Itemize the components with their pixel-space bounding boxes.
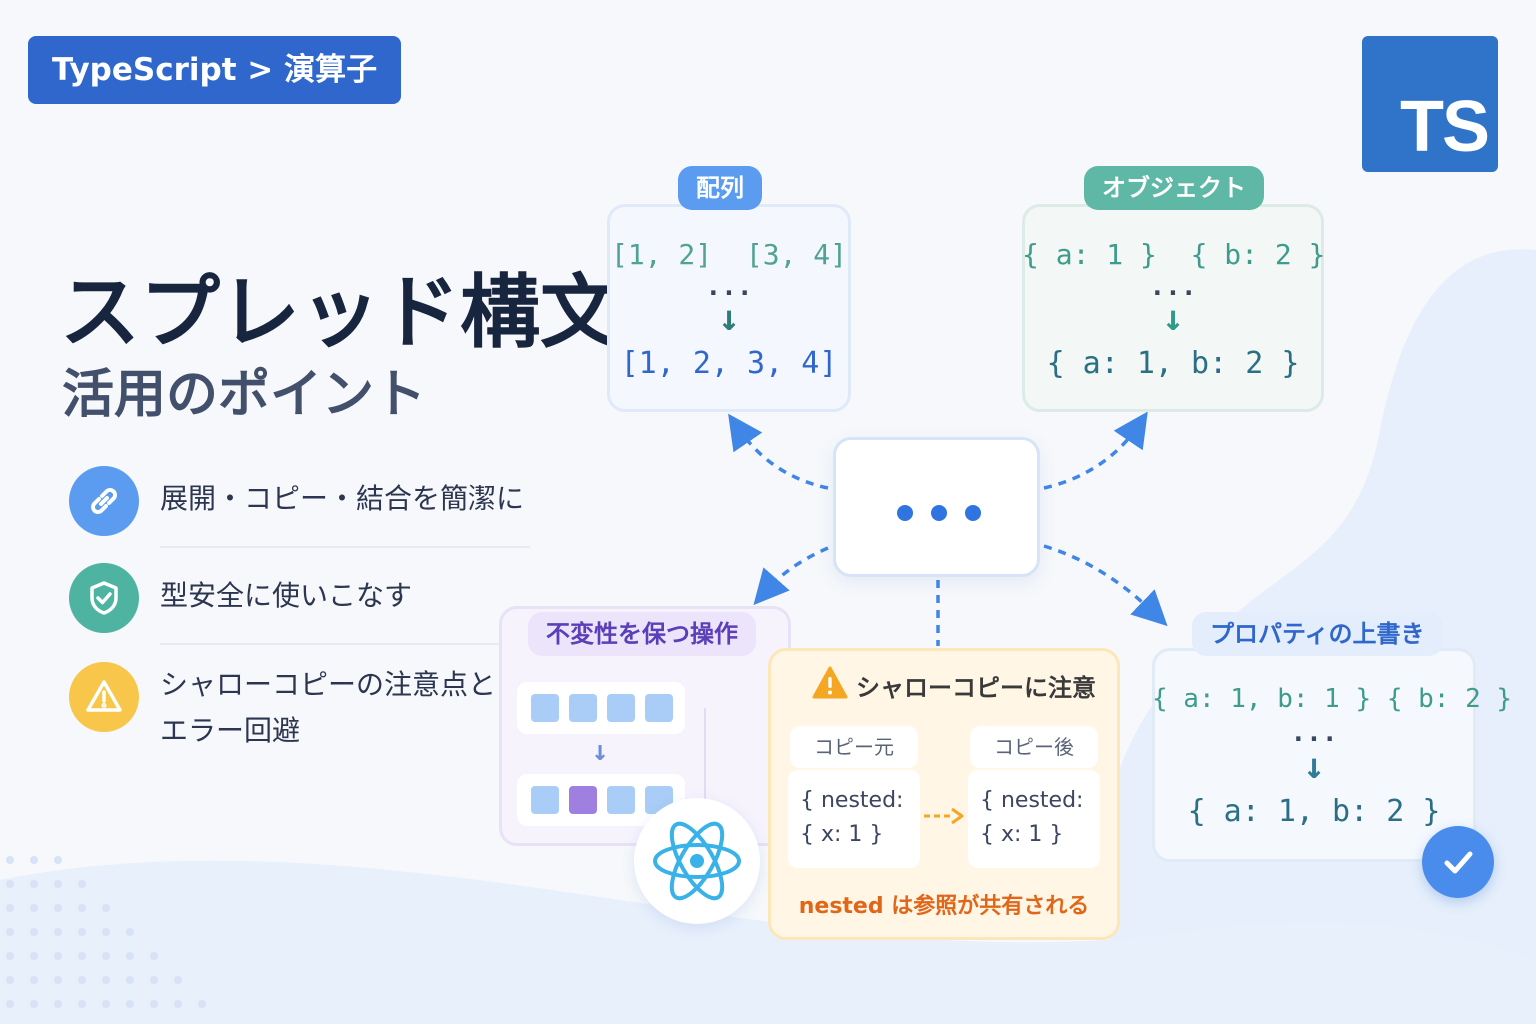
array-cell-changed xyxy=(569,786,597,814)
arrow-right-icon xyxy=(924,807,964,825)
array-cell xyxy=(645,694,673,722)
spread-dot xyxy=(897,505,913,521)
override-result: { a: 1, b: 2 } xyxy=(1187,794,1441,829)
react-atom-icon xyxy=(634,798,760,924)
source-code: { nested: { x: 1 } xyxy=(788,770,920,868)
array-cell xyxy=(531,694,559,722)
page-subtitle: 活用のポイント xyxy=(62,365,427,425)
immutable-tag: 不変性を保つ操作 xyxy=(528,612,756,656)
object-inputs: { a: 1 } { b: 2 } xyxy=(1022,238,1326,271)
typescript-logo: TS xyxy=(1362,36,1498,172)
arrow-down-icon: ↓ xyxy=(718,298,740,339)
check-icon xyxy=(1422,826,1494,898)
breadcrumb[interactable]: TypeScript > 演算子 xyxy=(28,36,402,104)
logo-text: TS xyxy=(1399,87,1490,167)
dest-code-line: { nested: xyxy=(980,788,1084,813)
override-right: { b: 2 } xyxy=(1386,684,1513,714)
feature-text-3a: シャローコピーの注意点と xyxy=(160,668,497,701)
feature-text-2: 型安全に使いこなす xyxy=(160,579,413,612)
array-cell xyxy=(607,694,635,722)
array-left: [1, 2] xyxy=(610,238,713,271)
array-result: [1, 2, 3, 4] xyxy=(620,346,838,381)
link-icon xyxy=(69,466,139,536)
page-title: スプレッド構文 xyxy=(60,266,620,359)
divider xyxy=(160,643,530,645)
spread-dot xyxy=(965,505,981,521)
object-tag: オブジェクト xyxy=(1084,166,1264,210)
spread-dot xyxy=(931,505,947,521)
spread-dots: ... xyxy=(1149,272,1197,302)
dest-label: コピー後 xyxy=(970,726,1098,768)
array-cell xyxy=(607,786,635,814)
object-right: { b: 2 } xyxy=(1190,238,1326,271)
override-tag: プロパティの上書き xyxy=(1192,612,1443,656)
source-code-line: { x: 1 } xyxy=(800,822,884,847)
object-left: { a: 1 } xyxy=(1022,238,1157,271)
arrow-down-icon: ↓ xyxy=(591,734,609,767)
array-cell xyxy=(569,694,597,722)
warning-icon xyxy=(812,666,848,704)
spread-operator-box xyxy=(833,437,1040,577)
warning-icon xyxy=(69,662,139,732)
spread-dots: ... xyxy=(705,272,753,302)
dest-code: { nested: { x: 1 } xyxy=(968,770,1100,868)
array-cell xyxy=(531,786,559,814)
warning-note: nested は参照が共有される xyxy=(798,894,1090,919)
source-code-line: { nested: xyxy=(800,788,904,813)
array-right: [3, 4] xyxy=(745,238,848,271)
source-label: コピー元 xyxy=(790,726,918,768)
arrow-down-icon: ↓ xyxy=(1162,298,1184,339)
array-tag: 配列 xyxy=(678,166,762,210)
array-card xyxy=(607,204,851,412)
override-inputs: { a: 1, b: 1 } { b: 2 } xyxy=(1152,684,1512,714)
override-left: { a: 1, b: 1 } xyxy=(1152,684,1372,714)
feature-text-3b: エラー回避 xyxy=(160,714,301,747)
dest-code-line: { x: 1 } xyxy=(980,822,1064,847)
object-result: { a: 1, b: 2 } xyxy=(1046,346,1300,381)
arrow-down-icon: ↓ xyxy=(1303,746,1325,787)
warning-title: シャローコピーに注意 xyxy=(856,674,1096,702)
feature-text-1: 展開・コピー・結合を簡潔に xyxy=(160,482,525,515)
spread-dots: ... xyxy=(1290,718,1338,748)
array-inputs: [1, 2] [3, 4] xyxy=(607,238,851,271)
divider xyxy=(704,708,706,828)
divider xyxy=(160,546,530,548)
shield-check-icon xyxy=(69,563,139,633)
array-before xyxy=(517,682,685,734)
